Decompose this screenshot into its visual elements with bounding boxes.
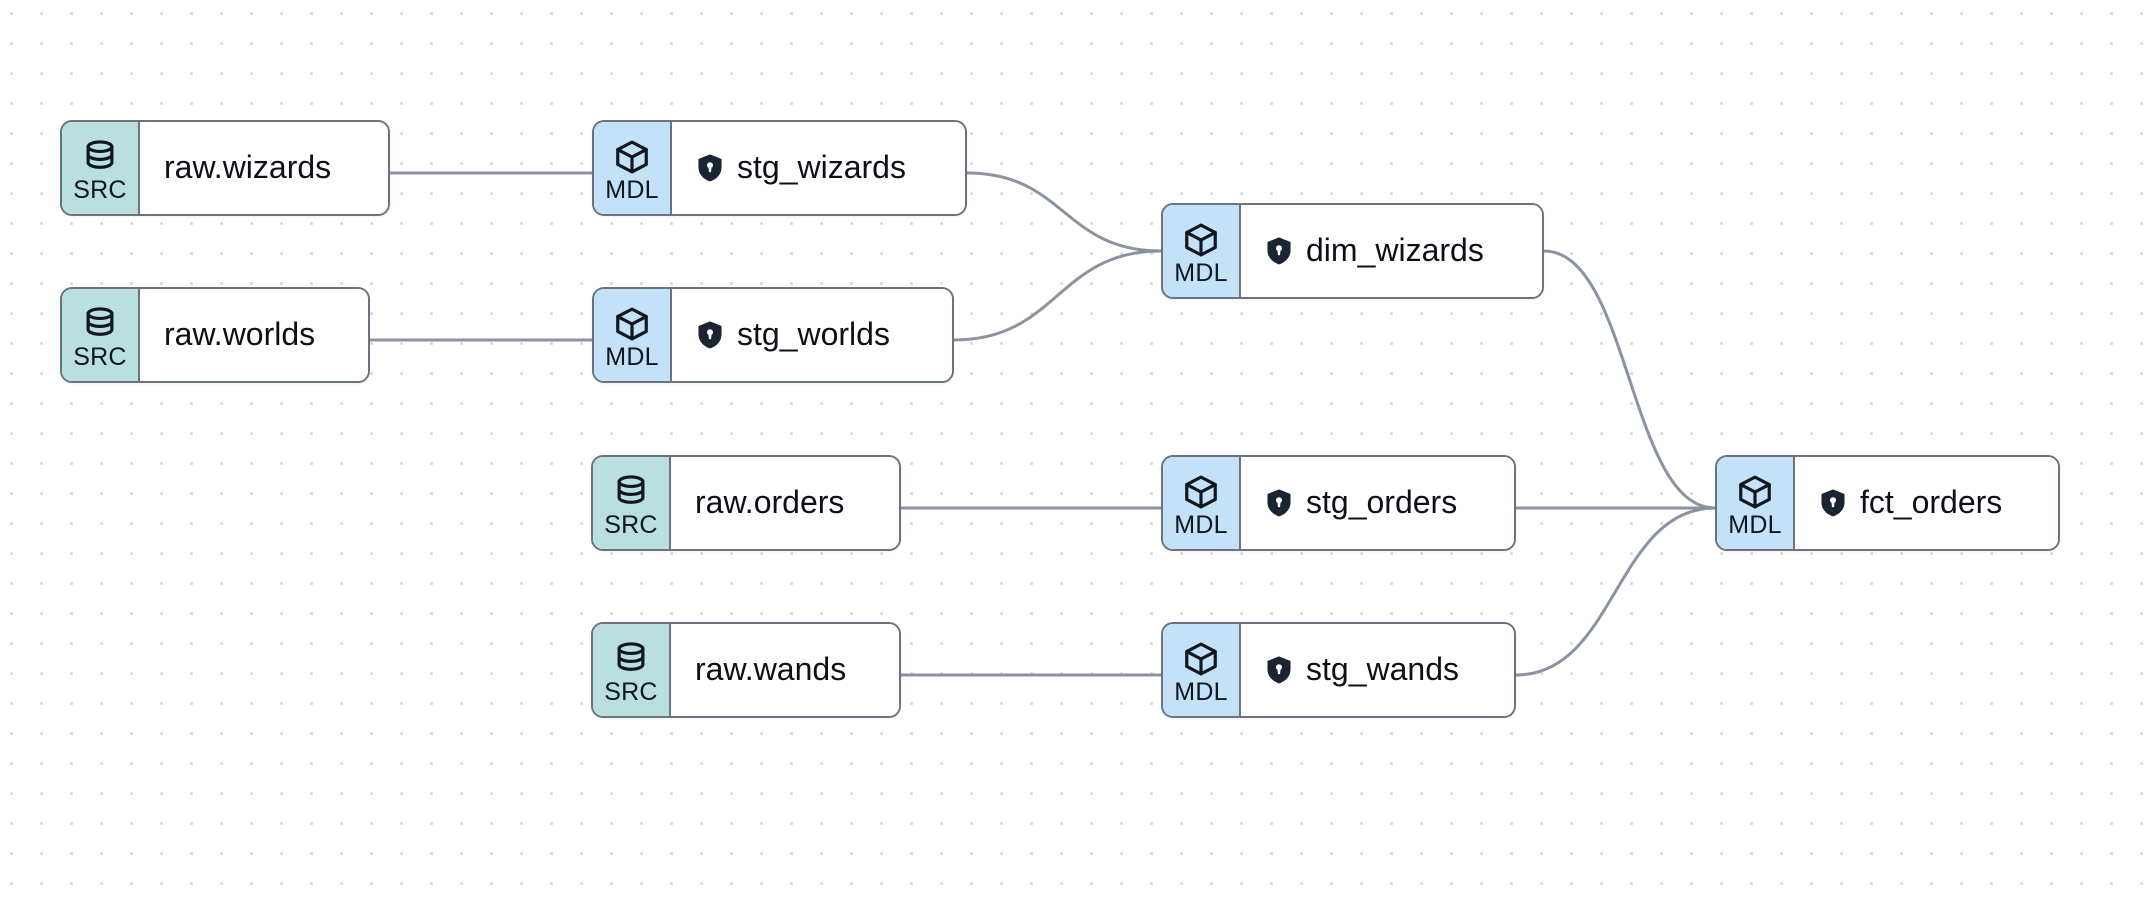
node-raw_wizards[interactable]: SRC raw.wizards xyxy=(60,120,390,216)
node-kind-label: SRC xyxy=(73,342,127,371)
shield-lock-icon xyxy=(1265,236,1293,266)
node-stg_worlds[interactable]: MDL stg_worlds xyxy=(592,287,954,383)
node-body-fct_orders[interactable]: fct_orders xyxy=(1795,457,2058,549)
node-kind-label: SRC xyxy=(73,175,127,204)
node-kind-badge-stg_wands: MDL xyxy=(1163,624,1241,716)
node-kind-label: MDL xyxy=(1174,510,1228,539)
node-kind-badge-stg_wizards: MDL xyxy=(594,122,672,214)
node-raw_wands[interactable]: SRC raw.wands xyxy=(591,622,901,718)
node-title: dim_wizards xyxy=(1306,233,1484,269)
node-kind-badge-raw_wands: SRC xyxy=(593,624,671,716)
node-body-stg_wands[interactable]: stg_wands xyxy=(1241,624,1514,716)
node-title: raw.orders xyxy=(695,485,845,521)
edge-stg_wands-to-fct_orders xyxy=(1514,506,1717,677)
shield-lock-icon xyxy=(1265,488,1293,518)
node-stg_wizards[interactable]: MDL stg_wizards xyxy=(592,120,967,216)
node-kind-badge-raw_orders: SRC xyxy=(593,457,671,549)
node-kind-label: MDL xyxy=(605,342,659,371)
cube-icon xyxy=(613,305,651,343)
node-stg_wands[interactable]: MDL stg_wands xyxy=(1161,622,1516,718)
database-icon xyxy=(612,640,650,678)
database-icon xyxy=(612,473,650,511)
node-title: raw.worlds xyxy=(164,317,316,353)
node-body-stg_worlds[interactable]: stg_worlds xyxy=(672,289,952,381)
cube-icon xyxy=(1736,473,1774,511)
node-kind-badge-dim_wizards: MDL xyxy=(1163,205,1241,297)
node-raw_orders[interactable]: SRC raw.orders xyxy=(591,455,901,551)
node-body-stg_orders[interactable]: stg_orders xyxy=(1241,457,1514,549)
cube-icon xyxy=(1182,221,1220,259)
database-icon xyxy=(81,138,119,176)
edge-stg_worlds-to-dim_wizards xyxy=(952,249,1163,342)
node-kind-label: SRC xyxy=(604,510,658,539)
shield-lock-icon xyxy=(1819,488,1847,518)
node-body-raw_wands[interactable]: raw.wands xyxy=(671,624,899,716)
node-body-dim_wizards[interactable]: dim_wizards xyxy=(1241,205,1542,297)
shield-lock-icon xyxy=(696,153,724,183)
node-raw_worlds[interactable]: SRC raw.worlds xyxy=(60,287,370,383)
node-body-raw_orders[interactable]: raw.orders xyxy=(671,457,899,549)
node-kind-label: SRC xyxy=(604,677,658,706)
node-body-raw_wizards[interactable]: raw.wizards xyxy=(140,122,388,214)
node-body-raw_worlds[interactable]: raw.worlds xyxy=(140,289,368,381)
node-kind-badge-stg_worlds: MDL xyxy=(594,289,672,381)
edge-stg_wizards-to-dim_wizards xyxy=(965,171,1163,253)
node-title: fct_orders xyxy=(1860,485,2003,521)
node-kind-badge-raw_wizards: SRC xyxy=(62,122,140,214)
node-dim_wizards[interactable]: MDL dim_wizards xyxy=(1161,203,1544,299)
node-kind-badge-stg_orders: MDL xyxy=(1163,457,1241,549)
edge-dim_wizards-to-fct_orders xyxy=(1542,249,1717,510)
node-title: raw.wands xyxy=(695,652,847,688)
shield-lock-icon xyxy=(696,320,724,350)
node-kind-label: MDL xyxy=(605,175,659,204)
cube-icon xyxy=(1182,473,1220,511)
node-kind-badge-fct_orders: MDL xyxy=(1717,457,1795,549)
node-title: stg_wands xyxy=(1306,652,1459,688)
node-title: stg_orders xyxy=(1306,485,1458,521)
node-title: stg_wizards xyxy=(737,150,906,186)
cube-icon xyxy=(613,138,651,176)
node-kind-label: MDL xyxy=(1174,258,1228,287)
node-body-stg_wizards[interactable]: stg_wizards xyxy=(672,122,965,214)
database-icon xyxy=(81,305,119,343)
node-title: stg_worlds xyxy=(737,317,890,353)
node-kind-badge-raw_worlds: SRC xyxy=(62,289,140,381)
node-fct_orders[interactable]: MDL fct_orders xyxy=(1715,455,2060,551)
node-kind-label: MDL xyxy=(1174,677,1228,706)
node-title: raw.wizards xyxy=(164,150,332,186)
cube-icon xyxy=(1182,640,1220,678)
shield-lock-icon xyxy=(1265,655,1293,685)
node-stg_orders[interactable]: MDL stg_orders xyxy=(1161,455,1516,551)
node-kind-label: MDL xyxy=(1728,510,1782,539)
